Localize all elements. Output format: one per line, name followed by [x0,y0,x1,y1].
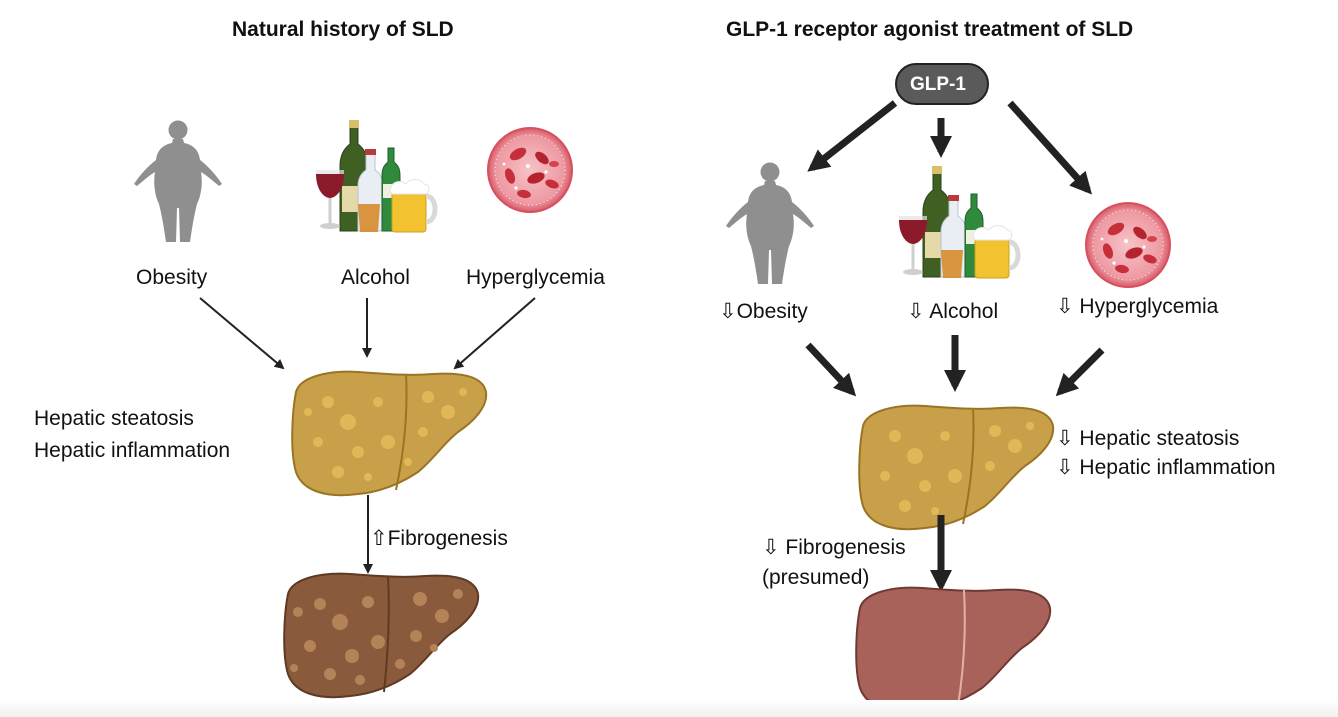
hepatic-inflammation-treated-label: ⇩ Hepatic inflammation [1056,456,1276,479]
fibrogenesis-label: ⇧Fibrogenesis [370,527,508,550]
cause-alcohol-label: Alcohol [341,266,410,289]
cause-obesity-label: Obesity [136,266,208,289]
hepatic-inflammation-label: Hepatic inflammation [34,439,231,462]
cause-hyperglycemia-treated-label: ⇩ Hyperglycemia [1056,295,1219,318]
arrow-obesity-to-liver-treated [805,342,857,397]
fatty-liver-icon [291,370,488,497]
arrow-glp1-to-obesity [807,100,898,172]
hepatic-steatosis-label: Hepatic steatosis [34,407,194,430]
obese-body-icon-treated [726,162,814,284]
fatty-liver-icon-treated [858,404,1055,531]
bottom-divider [0,700,1338,717]
blood-glucose-icon-treated [1085,202,1171,288]
obese-body-icon [134,120,222,242]
glp1-pill-label: GLP-1 [910,74,966,95]
fibrogenesis-treated-label: ⇩ Fibrogenesis [762,536,906,559]
cirrhotic-liver-icon [283,572,480,699]
alcohol-bottles-icon [316,120,435,232]
fibrogenesis-presumed-label: (presumed) [762,566,870,589]
arrow-hyperglycemia-to-liver [453,297,536,370]
arrow-glp1-to-hyperglycemia [1007,100,1093,195]
blood-glucose-icon [487,127,573,213]
cause-hyperglycemia-label: Hyperglycemia [466,266,605,289]
cause-alcohol-treated-label: ⇩ Alcohol [907,300,999,323]
arrow-obesity-to-liver [199,297,285,370]
right-panel [726,63,1171,713]
glp1-pill-icon [895,63,989,105]
right-panel-title: GLP-1 receptor agonist treatment of SLD [726,18,1134,41]
hepatic-steatosis-treated-label: ⇩ Hepatic steatosis [1056,427,1240,450]
healthy-liver-icon [855,586,1052,713]
left-panel-title: Natural history of SLD [232,18,454,41]
arrow-hyperglycemia-to-liver-treated [1055,347,1105,397]
left-panel [134,120,573,699]
cause-obesity-treated-label: ⇩Obesity [719,300,808,323]
alcohol-bottles-icon-treated [899,166,1018,278]
